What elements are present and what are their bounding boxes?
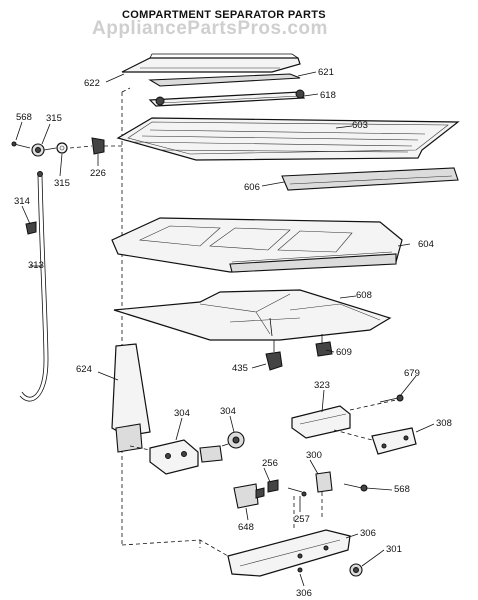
part-257-pin: [287, 487, 307, 530]
callout-315-upper: 315: [46, 113, 62, 124]
callout-624: 624: [76, 364, 92, 375]
part-648-switch: [233, 483, 265, 509]
part-313-rod: [19, 171, 49, 402]
part-314-clip: [25, 221, 37, 235]
part-256-spring: [267, 479, 279, 493]
part-306-screw: [297, 567, 303, 573]
callout-679: 679: [404, 368, 420, 379]
part-226-clip: [69, 137, 122, 155]
callout-301: 301: [386, 544, 402, 555]
callout-304-housing: 304: [174, 408, 190, 419]
callout-226: 226: [90, 168, 106, 179]
part-679-screw: [379, 394, 404, 403]
callout-308: 308: [436, 418, 452, 429]
part-435-knob: [265, 340, 283, 371]
part-624-plate: [111, 343, 161, 453]
part-622-cover: [121, 53, 301, 73]
callout-604: 604: [418, 239, 434, 250]
callout-618: 618: [320, 90, 336, 101]
part-315-washer: [56, 142, 68, 154]
callout-304-knob: 304: [220, 406, 236, 417]
callout-568-lower: 568: [394, 484, 410, 495]
part-604-separator: [111, 217, 403, 273]
callout-435: 435: [232, 363, 248, 374]
leader-lines: [15, 71, 435, 587]
callout-313: 313: [28, 260, 44, 271]
part-609-knob: [315, 334, 333, 357]
callout-306-lower: 306: [296, 588, 312, 599]
part-606-trim: [281, 167, 459, 191]
callout-256: 256: [262, 458, 278, 469]
part-304-knob: [221, 431, 245, 449]
part-304-housing: [149, 439, 223, 475]
watermark: AppliancePartsPros.com: [92, 18, 328, 39]
callout-608: 608: [356, 290, 372, 301]
callout-323: 323: [314, 380, 330, 391]
part-301-knob: [349, 563, 363, 577]
callout-568-upper: 568: [16, 112, 32, 123]
part-568-screw: [11, 141, 31, 149]
callout-300: 300: [306, 450, 322, 461]
callout-257: 257: [294, 514, 310, 525]
part-603-shelf: [116, 117, 460, 161]
part-621-rail: [148, 73, 301, 87]
callout-306-upper: 306: [360, 528, 376, 539]
part-568-screw-lower: [343, 483, 368, 492]
callout-621: 621: [318, 67, 334, 78]
callout-315-lower: 315: [54, 178, 70, 189]
part-306-base: [121, 529, 351, 577]
part-618-rail: [148, 89, 306, 107]
callout-603: 603: [352, 120, 368, 131]
callout-648: 648: [238, 522, 254, 533]
callout-609: 609: [336, 347, 352, 358]
callout-314: 314: [14, 196, 30, 207]
part-308-bracket: [333, 427, 417, 455]
part-300-lever: [315, 471, 333, 520]
part-608-panel: [113, 289, 392, 341]
callout-606: 606: [244, 182, 260, 193]
callout-622: 622: [84, 78, 100, 89]
part-315-cam: [31, 143, 57, 157]
diagram-title: COMPARTMENT SEPARATOR PARTS: [122, 9, 326, 21]
